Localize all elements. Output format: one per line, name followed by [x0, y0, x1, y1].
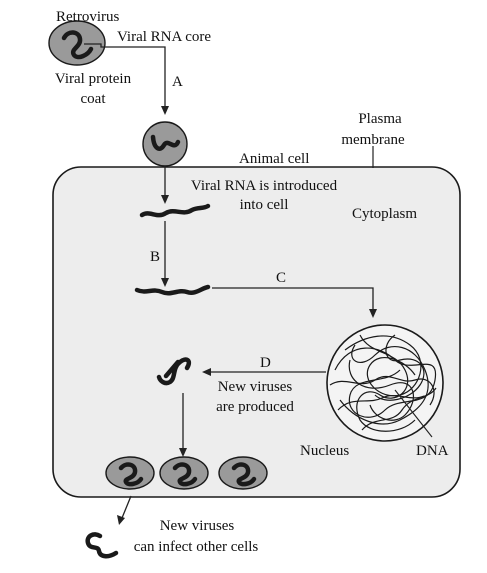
label-retrovirus: Retrovirus: [56, 9, 119, 25]
label-step-b: B: [150, 249, 160, 265]
label-plasma-line2: membrane: [341, 132, 405, 148]
arrow-a: [84, 43, 166, 107]
label-viral-protein-line2: coat: [81, 91, 107, 107]
dna-tangle: [329, 334, 437, 432]
label-infect-line1: New viruses: [160, 518, 235, 534]
arrow-c: [212, 287, 374, 310]
label-plasma-line1: Plasma: [358, 111, 402, 127]
label-cytoplasm: Cytoplasm: [352, 206, 417, 222]
label-viral-protein-line1: Viral protein: [55, 71, 132, 87]
label-step-d: D: [260, 355, 271, 371]
new-viral-rna: [156, 357, 192, 386]
viral-rna-core: [61, 30, 94, 60]
label-animal-cell: Animal cell: [239, 151, 309, 167]
label-rna-introduced-line1: Viral RNA is introduced: [191, 178, 338, 194]
label-step-a: A: [172, 74, 183, 90]
retrovirus: [48, 20, 106, 66]
dna-pointer: [394, 389, 433, 438]
label-viral-rna-core: Viral RNA core: [117, 29, 211, 45]
label-dna: DNA: [416, 443, 449, 459]
released-viral-rna: [85, 532, 119, 559]
label-step-c: C: [276, 270, 286, 286]
viral-dna-strand: [134, 284, 211, 296]
label-rna-introduced-line2: into cell: [240, 197, 289, 213]
viral-rna-in-cell: [139, 203, 211, 218]
new-virus-1: [105, 456, 155, 490]
arrow-out-of-cell: [121, 495, 132, 519]
arrow-a-head: [161, 106, 169, 115]
new-virus-3: [218, 456, 268, 490]
label-infect-line2: can infect other cells: [134, 539, 259, 555]
label-new-viruses-line1: New viruses: [218, 379, 293, 395]
nucleus: [326, 324, 444, 442]
label-nucleus: Nucleus: [300, 443, 349, 459]
new-virus-2: [159, 456, 209, 490]
label-new-viruses-line2: are produced: [216, 399, 294, 415]
virus-at-membrane: [142, 121, 188, 167]
